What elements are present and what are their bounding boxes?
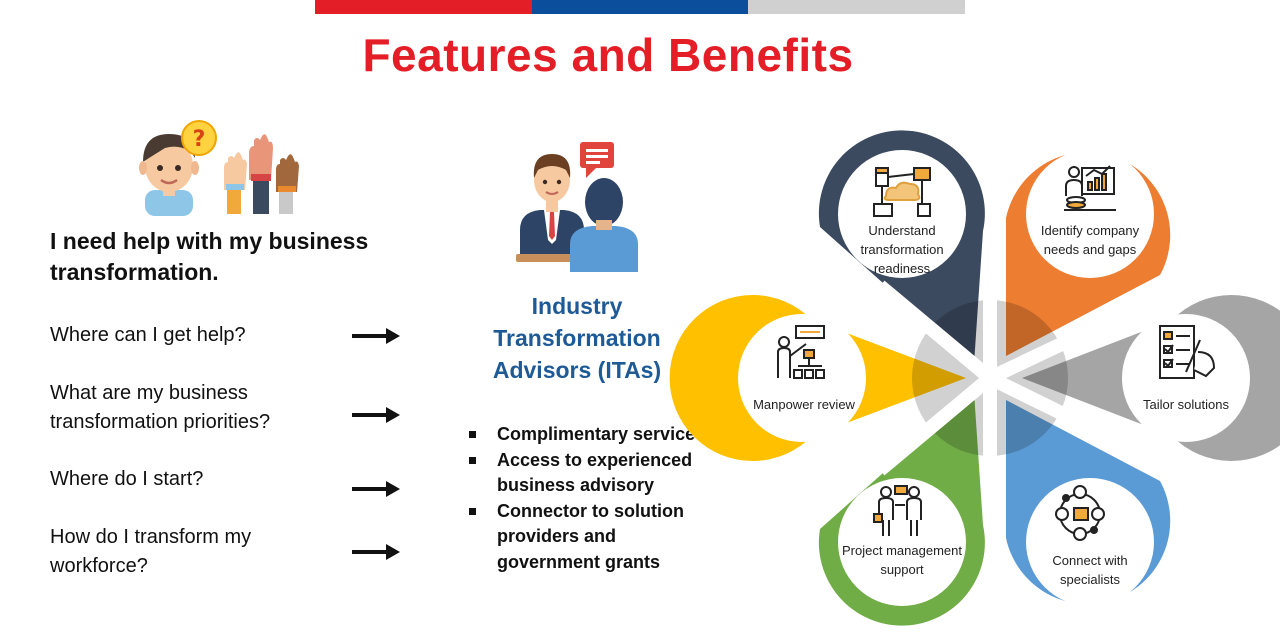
checklist-pen-icon	[1159, 325, 1216, 379]
confused-person-icon: ?	[139, 120, 299, 216]
advisor-meeting-icon	[516, 142, 638, 272]
petal-label-tailor: Tailor solutions	[1143, 397, 1229, 412]
flowchart-cloud-icon	[873, 167, 931, 217]
question-priorities: What are my business transformation prio…	[50, 382, 271, 433]
header-bar-blue	[532, 0, 748, 14]
ita-benefits-list: Complimentary service Access to experien…	[468, 422, 718, 575]
raised-hands-icon	[224, 134, 299, 214]
arrow-right-icon	[352, 407, 400, 423]
petal-label-needs: Identify company needs and gaps	[1040, 223, 1140, 257]
question-where-help: Where can I get help?	[50, 324, 246, 346]
petal-label-readiness: Understand transformation readiness	[860, 223, 944, 276]
petal-label-manpower: Manpower review	[753, 397, 855, 412]
arrow-right-icon	[352, 481, 400, 497]
team-board-icon	[873, 485, 922, 536]
question-where-start: Where do I start?	[50, 468, 204, 490]
center-gaps	[875, 250, 1112, 506]
page-title: Features and Benefits	[362, 29, 854, 81]
petal-project	[818, 392, 985, 626]
arrow-right-icon	[352, 328, 400, 344]
svg-text:?: ?	[193, 127, 206, 152]
list-item: Complimentary service	[468, 422, 718, 448]
petal-label-project: Project management support	[842, 543, 962, 577]
petal-needs	[1006, 150, 1171, 356]
question-workforce: How do I transform my workforce?	[50, 526, 252, 577]
header-bar-grey	[748, 0, 965, 14]
header-bar-red	[315, 0, 532, 14]
help-statement: I need help with my business transformat…	[50, 228, 369, 285]
analyst-dashboard-icon	[1064, 165, 1116, 211]
ita-heading: Industry Transformation Advisors (ITAs)	[492, 293, 662, 383]
list-item: Connector to solution providers and gove…	[468, 499, 718, 576]
org-chart-presenter-icon	[777, 325, 825, 379]
petal-label-specialists: Connect with specialists	[1052, 553, 1128, 587]
network-people-icon	[1055, 485, 1105, 541]
arrow-right-icon	[352, 544, 400, 560]
list-item: Access to experienced business advisory	[468, 448, 718, 499]
petal-readiness	[818, 130, 985, 364]
